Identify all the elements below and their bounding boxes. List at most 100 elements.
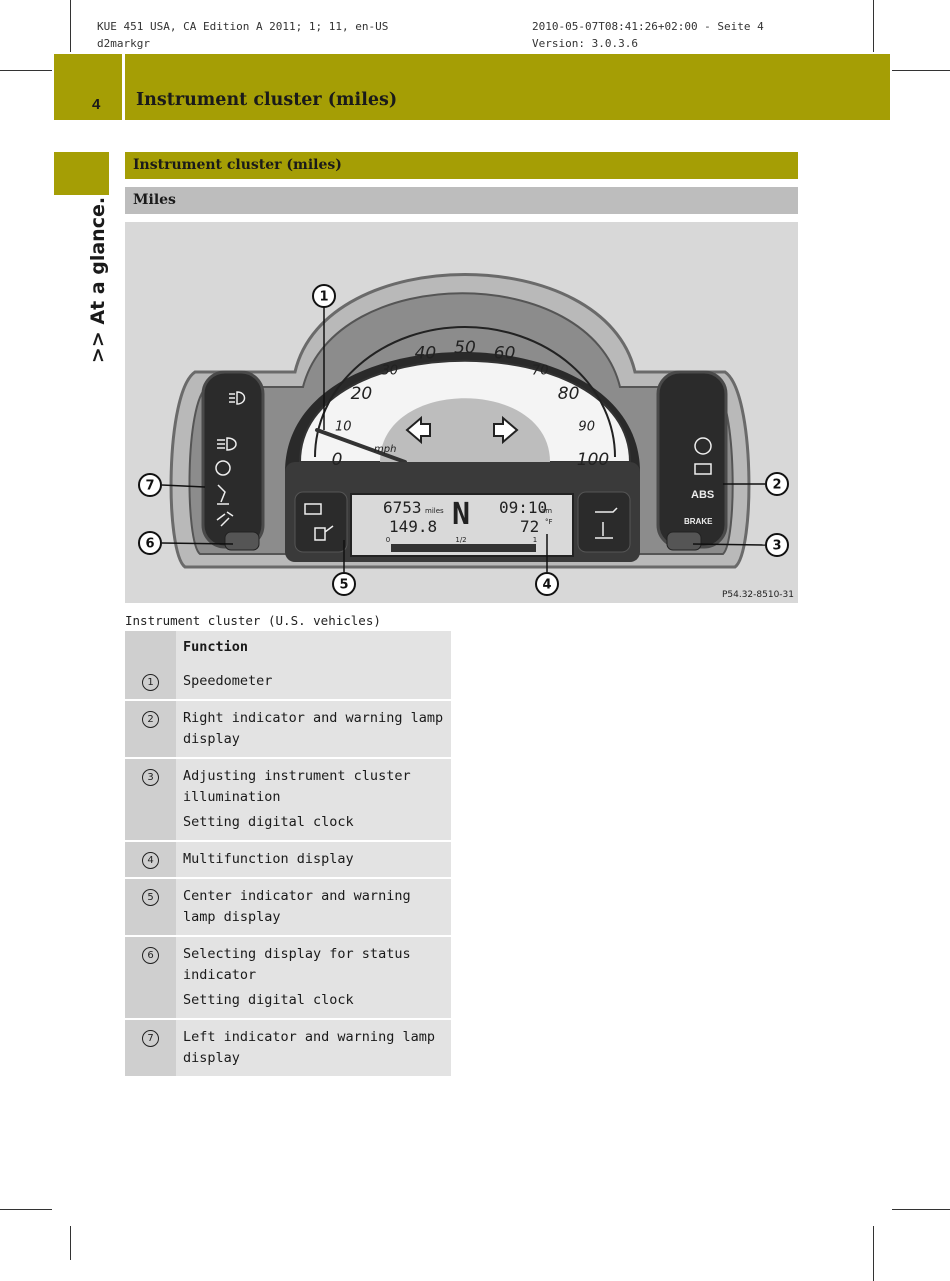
crop-mark bbox=[892, 1209, 950, 1210]
function-table: Function 1 Speedometer 2 Right indicator an… bbox=[125, 631, 451, 1076]
table-row-num-cell: 5 bbox=[125, 877, 176, 936]
callout-1-label: 1 bbox=[319, 290, 328, 305]
seatbelt-icon bbox=[217, 484, 229, 505]
speed-label-0: 0 bbox=[332, 450, 343, 470]
table-row-function-cell: Right indicator and warning lamp display bbox=[176, 699, 451, 758]
clock-value: 09:10 bbox=[499, 498, 547, 517]
airbag-icon bbox=[216, 511, 234, 527]
callout-6-label: 6 bbox=[145, 537, 154, 552]
row-number-marker: 6 bbox=[142, 947, 159, 964]
right-knob bbox=[666, 531, 702, 551]
fuel-bar bbox=[391, 544, 536, 552]
callout-4-circle bbox=[535, 572, 559, 596]
row-number-marker: 2 bbox=[142, 711, 159, 728]
callout-3-circle bbox=[765, 533, 789, 557]
table-row: 7 Left indicator and warning lamp display bbox=[125, 1018, 451, 1076]
fuel-scale-label: 1/2 bbox=[455, 536, 466, 544]
table-header-num-cell bbox=[125, 631, 176, 664]
fuel-scale-label: 0 bbox=[386, 536, 390, 544]
table-row-num-cell: 1 bbox=[125, 664, 176, 700]
header-meta-left: KUE 451 USA, CA Edition A 2011; 1; 11, e… bbox=[97, 18, 388, 52]
speed-label-60: 60 bbox=[494, 344, 516, 364]
battery-icon bbox=[304, 503, 322, 515]
speed-label-50: 50 bbox=[454, 338, 476, 358]
crop-mark bbox=[70, 0, 71, 52]
function-table-body: 1 Speedometer 2 Right indicator and warning… bbox=[125, 664, 451, 1076]
table-row-num-cell: 2 bbox=[125, 699, 176, 758]
left-knob bbox=[224, 531, 260, 551]
side-tab bbox=[54, 152, 109, 195]
table-row-function-cell: Speedometer bbox=[176, 664, 451, 700]
speed-label-100: 100 bbox=[577, 450, 609, 470]
clock-suffix: am bbox=[541, 507, 552, 515]
table-row-num-cell: 3 bbox=[125, 757, 176, 841]
callout-3-leader bbox=[692, 543, 766, 546]
table-header-row: Function bbox=[125, 631, 451, 664]
gear-indicator: N bbox=[452, 497, 470, 532]
speedometer-scale bbox=[314, 326, 616, 458]
row-number-marker: 7 bbox=[142, 1030, 159, 1047]
row-function-subtext: Setting digital clock bbox=[183, 992, 354, 1008]
row-number-marker: 4 bbox=[142, 852, 159, 869]
speed-label-70: 70 bbox=[532, 363, 549, 378]
speed-unit-label: mph bbox=[374, 444, 396, 455]
callout-7-circle bbox=[138, 473, 162, 497]
section-subtitle: Miles bbox=[125, 187, 798, 214]
crop-mark bbox=[892, 70, 950, 71]
speed-label-20: 20 bbox=[351, 384, 373, 404]
header-meta-right-line2: Version: 3.0.3.6 bbox=[532, 37, 638, 50]
row-number-marker: 1 bbox=[142, 674, 159, 691]
figure-caption: Instrument cluster (U.S. vehicles) bbox=[125, 613, 381, 628]
table-row-num-cell: 6 bbox=[125, 935, 176, 1019]
callout-3-label: 3 bbox=[772, 539, 781, 554]
coolant-temp-icon bbox=[595, 522, 613, 539]
tire-pressure-icon bbox=[215, 460, 231, 476]
temperature-unit: °F bbox=[545, 518, 553, 526]
odometer-value: 6753 bbox=[383, 498, 422, 517]
header-meta-left-line1: KUE 451 USA, CA Edition A 2011; 1; 11, e… bbox=[97, 20, 389, 33]
callout-5-circle bbox=[332, 572, 356, 596]
row-function-text: Center indicator and warning lamp displa… bbox=[183, 888, 411, 925]
speed-label-90: 90 bbox=[578, 419, 595, 434]
header-meta-right: 2010-05-07T08:41:26+02:00 - Seite 4 Vers… bbox=[532, 18, 764, 52]
center-right-pod bbox=[577, 491, 631, 553]
callout-7-label: 7 bbox=[145, 479, 154, 494]
callout-7-leader bbox=[161, 484, 206, 488]
center-left-pod bbox=[294, 491, 348, 553]
header-meta-right-line1: 2010-05-07T08:41:26+02:00 - Seite 4 bbox=[532, 20, 764, 33]
table-row-function-cell: Adjusting instrument cluster illuminatio… bbox=[176, 757, 451, 841]
row-function-text: Selecting display for status indicator bbox=[183, 946, 411, 983]
trip-value: 149.8 bbox=[389, 517, 437, 536]
odometer-unit: miles bbox=[425, 507, 444, 515]
chapter-title: Instrument cluster (miles) bbox=[136, 90, 398, 110]
row-function-subtext: Setting digital clock bbox=[183, 814, 354, 830]
brake-label: BRAKE bbox=[684, 517, 713, 526]
crop-mark bbox=[873, 0, 874, 52]
chapter-band-divider bbox=[122, 54, 125, 120]
turn-right-arrow-icon bbox=[493, 415, 519, 445]
figure-code: P54.32-8510-31 bbox=[721, 590, 794, 600]
abs-label: ABS bbox=[691, 489, 714, 501]
crop-mark bbox=[70, 1226, 71, 1260]
table-row: 2 Right indicator and warning lamp displa… bbox=[125, 699, 451, 758]
steering-warning-icon bbox=[694, 437, 712, 455]
speed-label-10: 10 bbox=[335, 419, 352, 434]
crop-mark bbox=[0, 70, 52, 71]
side-chapter-label: >> At a glance. bbox=[87, 196, 109, 364]
page-number: 4 bbox=[92, 96, 101, 113]
callout-6-circle bbox=[138, 531, 162, 555]
crop-mark bbox=[873, 1226, 874, 1281]
table-row-function-cell: Center indicator and warning lamp displa… bbox=[176, 877, 451, 936]
fuel-service-icon bbox=[314, 525, 334, 541]
chapter-band bbox=[54, 54, 890, 120]
check-engine-icon bbox=[694, 463, 712, 475]
table-row-function-cell: Left indicator and warning lamp display bbox=[176, 1018, 451, 1076]
